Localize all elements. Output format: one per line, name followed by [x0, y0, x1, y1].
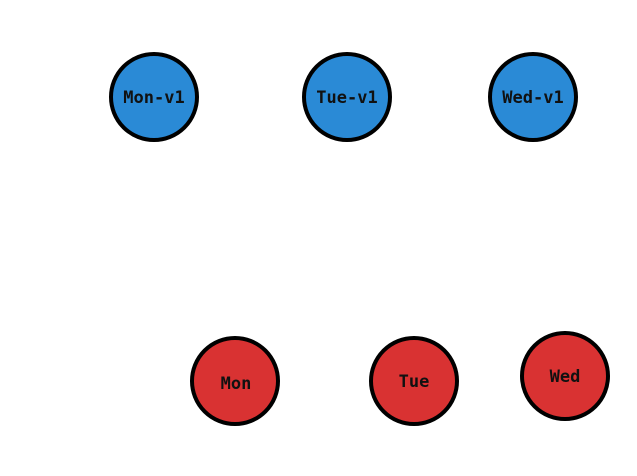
node-tue[interactable]: Tue [369, 336, 459, 426]
node-mon-v1[interactable]: Mon-v1 [109, 52, 199, 142]
node-mon[interactable]: Mon [190, 336, 280, 426]
node-wed-v1[interactable]: Wed-v1 [488, 52, 578, 142]
node-mon-v1-label: Mon-v1 [123, 88, 184, 108]
node-tue-v1[interactable]: Tue-v1 [302, 52, 392, 142]
node-tue-v1-label: Tue-v1 [316, 88, 377, 108]
node-mon-label: Mon [221, 374, 252, 394]
node-tue-label: Tue [399, 372, 430, 392]
node-tue-v1-circle [302, 52, 392, 142]
node-wed-v1-circle [488, 52, 578, 142]
node-wed-circle [520, 331, 610, 421]
node-mon-v1-circle [109, 52, 199, 142]
node-wed-label: Wed [550, 367, 581, 387]
node-tue-circle [369, 336, 459, 426]
node-mon-circle [190, 336, 280, 426]
node-wed-v1-label: Wed-v1 [502, 88, 563, 108]
node-wed[interactable]: Wed [520, 331, 610, 421]
